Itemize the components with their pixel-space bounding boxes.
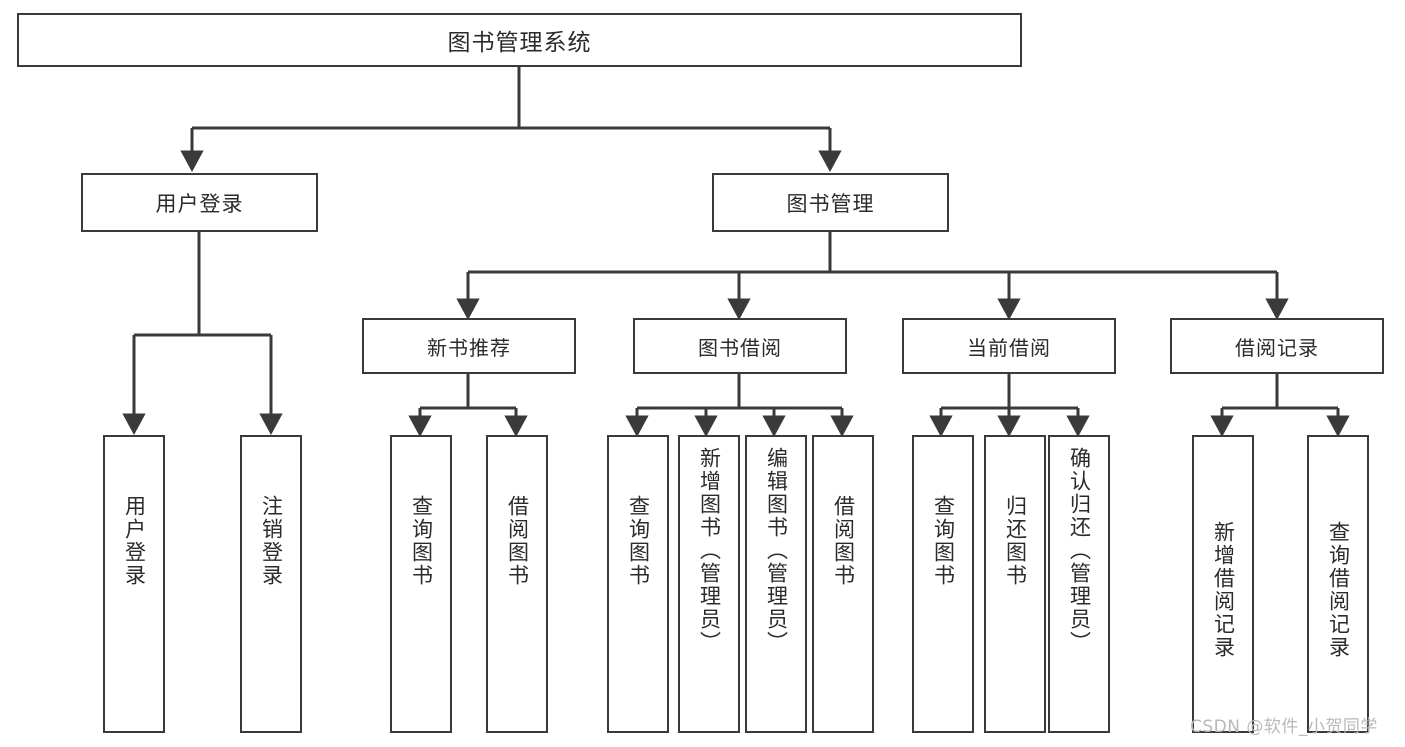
node-label: 确认归还（管理员） xyxy=(1067,447,1092,654)
node-borrow-records[interactable]: 借阅记录 xyxy=(1170,318,1384,374)
leaf-borrow-records-add-record[interactable]: 新增借阅记录 xyxy=(1192,435,1254,733)
leaf-user-login-login[interactable]: 用户登录 xyxy=(103,435,165,733)
leaf-borrow-records-query-record[interactable]: 查询借阅记录 xyxy=(1307,435,1369,733)
node-label: 查询图书 xyxy=(409,495,434,587)
node-label: 用户登录 xyxy=(122,495,147,587)
csdn-watermark: CSDN @软件_小贺同学 xyxy=(1190,717,1378,737)
leaf-new-book-borrow-books[interactable]: 借阅图书 xyxy=(486,435,548,733)
node-label: 新增图书（管理员） xyxy=(697,447,722,654)
node-label: 新书推荐 xyxy=(427,335,511,360)
leaf-current-borrow-return-books[interactable]: 归还图书 xyxy=(984,435,1046,733)
node-book-management[interactable]: 图书管理 xyxy=(712,173,949,232)
node-root-book-management-system[interactable]: 图书管理系统 xyxy=(17,13,1022,67)
node-label: 用户登录 xyxy=(155,191,244,216)
leaf-book-borrow-add-book-admin[interactable]: 新增图书（管理员） xyxy=(678,435,740,733)
leaf-current-borrow-confirm-return-admin[interactable]: 确认归还（管理员） xyxy=(1048,435,1110,733)
node-label: 注销登录 xyxy=(259,495,284,587)
leaf-book-borrow-query-books[interactable]: 查询图书 xyxy=(607,435,669,733)
node-label: 图书管理系统 xyxy=(447,30,592,56)
node-label: 图书管理 xyxy=(786,191,875,216)
node-book-borrow[interactable]: 图书借阅 xyxy=(633,318,847,374)
node-label: 查询图书 xyxy=(626,495,651,587)
leaf-current-borrow-query-books[interactable]: 查询图书 xyxy=(912,435,974,733)
node-user-login[interactable]: 用户登录 xyxy=(81,173,318,232)
node-label: 新增借阅记录 xyxy=(1211,521,1236,659)
leaf-book-borrow-edit-book-admin[interactable]: 编辑图书（管理员） xyxy=(745,435,807,733)
node-new-book-recommendation[interactable]: 新书推荐 xyxy=(362,318,576,374)
node-label: 借阅图书 xyxy=(505,495,530,587)
node-current-borrow[interactable]: 当前借阅 xyxy=(902,318,1116,374)
leaf-book-borrow-borrow-books[interactable]: 借阅图书 xyxy=(812,435,874,733)
node-label: 借阅记录 xyxy=(1235,335,1319,360)
node-label: 图书借阅 xyxy=(698,335,782,360)
node-label: 当前借阅 xyxy=(967,335,1051,360)
node-label: 归还图书 xyxy=(1003,495,1028,587)
node-label: 编辑图书（管理员） xyxy=(764,447,789,654)
node-label: 借阅图书 xyxy=(831,495,856,587)
leaf-user-login-logout[interactable]: 注销登录 xyxy=(240,435,302,733)
node-label: 查询借阅记录 xyxy=(1326,521,1351,659)
leaf-new-book-query-books[interactable]: 查询图书 xyxy=(390,435,452,733)
node-label: 查询图书 xyxy=(931,495,956,587)
